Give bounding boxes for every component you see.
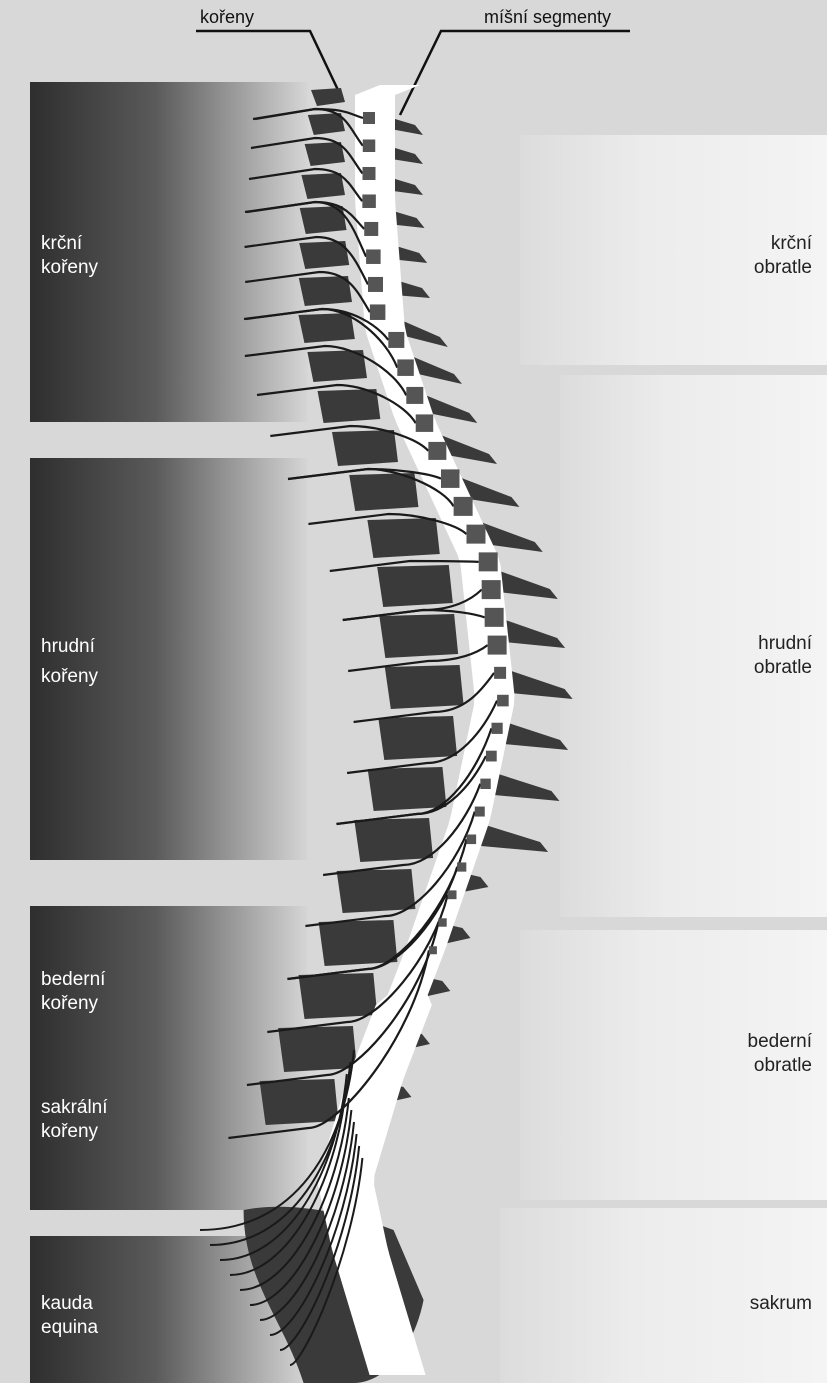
vertebral-body: [367, 518, 439, 558]
thoracic-vertebrae-label: hrudní obratle: [754, 632, 812, 680]
sacrum-line1: sakrum: [750, 1292, 812, 1316]
thoracic-roots-label: hrudní kořeny: [41, 632, 98, 692]
cauda-equina-line1: kauda: [41, 1292, 98, 1316]
lumbar-vertebrae-line1: bederní: [748, 1030, 812, 1054]
lumbar-roots-line1: bederní: [41, 968, 105, 992]
cord-segment: [406, 387, 423, 404]
cord-segment: [491, 723, 502, 734]
lumbar-vertebrae-line2: obratle: [748, 1054, 812, 1078]
roots-top-label: kořeny: [200, 6, 254, 28]
vertebral-body: [319, 920, 398, 966]
vertebral-body: [337, 869, 416, 913]
vertebral-body: [332, 430, 398, 466]
cord-segment: [363, 112, 375, 124]
vertebral-body: [301, 173, 345, 199]
cord-segment: [438, 918, 446, 926]
sacral-roots-line1: sakrální: [41, 1096, 108, 1120]
sacral-roots-label: sakrální kořeny: [41, 1096, 108, 1144]
cord-segment: [388, 332, 404, 348]
cord-segment: [363, 167, 376, 180]
cord-segment: [362, 194, 376, 208]
cervical-vertebrae-line1: krční: [754, 232, 812, 256]
cord-segment: [457, 862, 466, 871]
cord-segment: [485, 608, 504, 627]
vertebral-body: [385, 665, 464, 709]
lumbar-roots-line2: kořeny: [41, 992, 105, 1016]
cauda-equina-label: kauda equina: [41, 1292, 98, 1340]
sacrum-label: sakrum: [750, 1292, 812, 1316]
thoracic-vertebrae-line1: hrudní: [754, 632, 812, 656]
lumbar-sacral-roots-panel: [30, 906, 308, 1210]
cord-segment: [448, 890, 457, 899]
cord-segment: [428, 442, 446, 460]
vertebral-body: [299, 276, 352, 306]
cervical-vertebrae-label: krční obratle: [754, 232, 812, 280]
cord-segment: [466, 525, 485, 544]
cord-segment: [479, 552, 498, 571]
vertebral-body: [311, 88, 345, 106]
cord-segment: [454, 497, 473, 516]
cord-segment: [494, 667, 506, 679]
cervical-vertebrae-line2: obratle: [754, 256, 812, 280]
roots-leader-line: [196, 31, 338, 90]
cervical-roots-line1: krční: [41, 232, 98, 256]
lumbar-roots-label: bederní kořeny: [41, 968, 105, 1016]
cord-segment: [497, 695, 509, 707]
cord-segment: [488, 636, 507, 655]
vertebral-body: [378, 716, 457, 760]
cord-segment: [416, 414, 434, 432]
vertebral-body: [260, 1079, 339, 1125]
cord-segment: [486, 751, 497, 762]
vertebral-body: [305, 142, 345, 166]
cord-segment: [363, 139, 376, 152]
thoracic-roots-line1: hrudní: [41, 632, 98, 662]
thoracic-roots-line2: kořeny: [41, 662, 98, 692]
vertebral-body: [318, 389, 381, 423]
cauda-equina-line2: equina: [41, 1316, 98, 1340]
vertebral-body: [349, 473, 418, 511]
cord-segment: [397, 359, 414, 376]
cord-segment: [370, 304, 386, 320]
cord-segment: [368, 277, 383, 292]
vertebral-body: [354, 818, 433, 862]
cord-segment: [429, 946, 437, 954]
sacral-roots-line2: kořeny: [41, 1120, 108, 1144]
vertebral-body: [298, 313, 354, 343]
vertebral-body: [368, 767, 447, 811]
segments-top-label: míšní segmenty: [484, 6, 611, 28]
cord-segment: [364, 222, 378, 236]
cervical-roots-label: krční kořeny: [41, 232, 98, 280]
cervical-roots-line2: kořeny: [41, 256, 98, 280]
cord-segment: [480, 779, 490, 789]
vertebral-body: [377, 565, 453, 607]
cord-segment: [441, 469, 460, 488]
cord-segment: [366, 249, 381, 263]
cord-segment: [467, 834, 477, 844]
vertebral-body: [379, 614, 458, 658]
lumbar-vertebrae-label: bederní obratle: [748, 1030, 812, 1078]
segments-leader-line: [400, 31, 630, 115]
vertebral-body: [278, 1026, 357, 1072]
thoracic-vertebrae-line2: obratle: [754, 656, 812, 680]
cord-segment: [475, 807, 485, 817]
cord-segment: [482, 580, 501, 599]
vertebral-body: [299, 973, 378, 1019]
